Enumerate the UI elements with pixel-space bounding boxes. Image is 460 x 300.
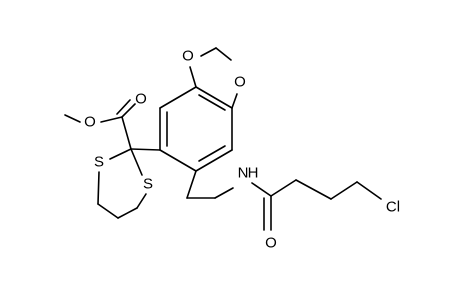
bond [356,181,382,200]
sulfur-atom-right: S [143,176,153,193]
amide-carbonyl-oxygen: O [265,235,277,252]
bond [251,182,272,197]
bond [97,171,100,205]
bond [231,93,238,109]
ring-oxygen-lower: O [234,74,246,91]
bond [121,116,132,150]
bond [136,193,147,209]
ester-carbonyl-oxygen: O [135,91,147,108]
bond [189,66,197,88]
bond [215,47,232,61]
dithiane-ring: S S [94,148,153,219]
ester-ether-oxygen: O [84,114,96,131]
bond [121,103,136,118]
bond [214,187,234,199]
bond [64,114,81,123]
benzene-ring [159,86,233,172]
bond [117,207,138,219]
double-bond-inner [198,145,226,162]
bond [195,86,233,109]
bond [186,170,197,199]
ester-group: O O [64,91,161,151]
bond [97,203,119,219]
bond [195,149,233,172]
bond [109,148,132,160]
bond [200,47,217,57]
bond [100,116,123,123]
bond [130,148,143,176]
bond [130,148,161,151]
amide-nitrogen-hydrogen: H [248,165,259,182]
bond [159,86,197,109]
ring-oxygen-upper: O [182,48,194,65]
bond [270,179,297,197]
bond [295,179,332,200]
double-bond-inner [116,99,131,115]
bond [330,181,358,200]
dioxole-ring: O O [182,47,246,109]
chlorine-atom: Cl [386,199,400,216]
amide-nitrogen: N [238,165,249,182]
amide-side-chain: N H O Cl [186,165,400,252]
double-bond-inner [198,94,226,111]
bond [159,149,197,172]
sulfur-atom-left: S [94,154,104,171]
